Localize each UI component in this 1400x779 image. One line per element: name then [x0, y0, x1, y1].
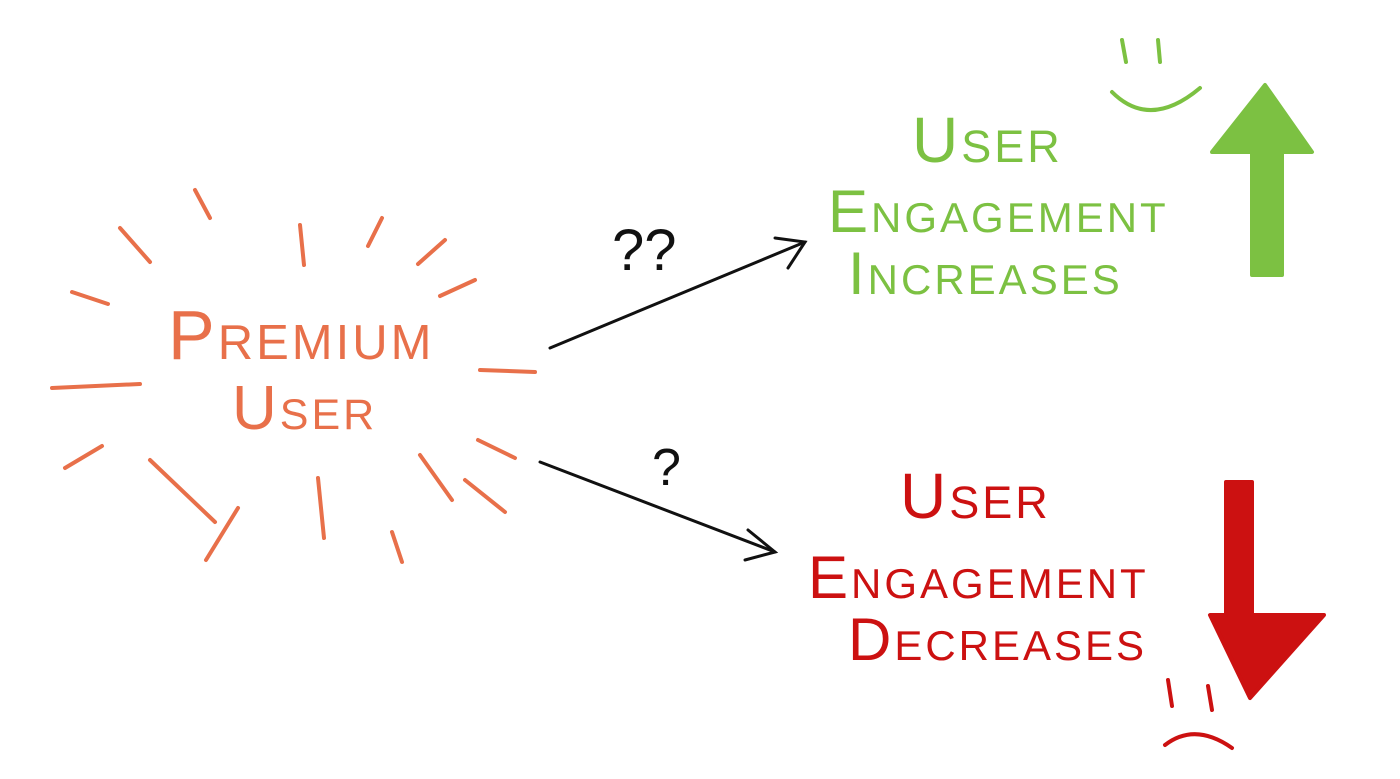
smiley-face-icon — [1110, 38, 1202, 113]
user-label: User — [232, 374, 378, 443]
premium-label: Premium — [168, 296, 435, 374]
arrow-up-right-icon — [548, 236, 808, 350]
decrease-title-engagement: Engagement — [808, 544, 1149, 611]
question-mark-lower: ? — [652, 439, 681, 497]
increase-title-engagement: Engagement — [828, 178, 1169, 245]
sad-face-icon — [1163, 678, 1234, 750]
increase-title-increases: Increases — [848, 240, 1123, 307]
down-arrow-icon — [1208, 480, 1326, 700]
increase-title-user: User — [912, 104, 1063, 176]
decrease-title-decreases: Decreases — [848, 606, 1148, 673]
arrow-down-right-icon — [538, 460, 779, 562]
up-arrow-icon — [1210, 83, 1314, 277]
question-marks-upper: ?? — [612, 218, 677, 283]
decrease-title-user: User — [900, 460, 1051, 532]
burst-icon — [50, 188, 537, 564]
